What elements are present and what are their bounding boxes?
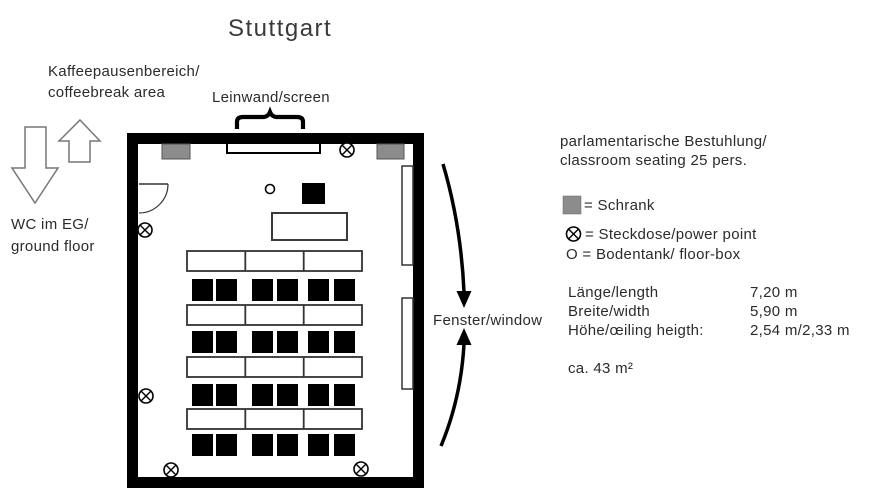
down-arrow-icon <box>10 126 60 205</box>
legend-floor-box-label: O = Bodentank/ floor-box <box>566 246 741 263</box>
length-value: 7,20 m <box>750 284 798 301</box>
power-point-icon <box>163 462 179 478</box>
power-points <box>137 142 369 478</box>
page-title: Stuttgart <box>228 15 333 42</box>
coffee-area-label-line1: Kaffeepausenbereich/ <box>48 63 200 80</box>
height-label: Höhe/œiling heigth: <box>568 322 704 339</box>
projector-box <box>302 183 325 204</box>
door <box>138 183 169 214</box>
chair-rows <box>192 279 355 456</box>
window-lower <box>401 297 414 390</box>
window-label: Fenster/window <box>433 312 543 329</box>
wc-label-line2: ground floor <box>11 238 95 255</box>
width-label: Breite/width <box>568 303 650 320</box>
table-row <box>186 408 363 430</box>
window-arrow-lower <box>439 328 472 447</box>
chair-row <box>192 331 355 353</box>
power-point-icon <box>353 461 369 477</box>
width-value: 5,90 m <box>750 303 798 320</box>
table-row <box>186 356 363 378</box>
chair-row <box>192 434 355 456</box>
legend-cabinet-swatch <box>562 195 582 215</box>
window-arrow-upper <box>441 163 472 308</box>
chair-row <box>192 384 355 406</box>
legend-power-point-label: = Steckdose/power point <box>585 226 757 243</box>
seating-type-line2: classroom seating 25 pers. <box>560 152 748 169</box>
presenter-desk <box>271 212 348 241</box>
power-point-icon <box>138 388 154 404</box>
height-value: 2,54 m/2,33 m <box>750 322 850 339</box>
coffee-area-label-line2: coffeebreak area <box>48 84 166 101</box>
window-upper <box>401 165 414 266</box>
screen <box>226 142 321 154</box>
screen-label: Leinwand/screen <box>212 89 330 106</box>
table-row <box>186 250 363 272</box>
area-value: ca. 43 m² <box>568 360 634 377</box>
cabinet-left <box>161 143 191 160</box>
power-point-icon <box>137 222 153 238</box>
table-rows <box>186 250 363 430</box>
screen-bracket-icon <box>234 106 306 129</box>
floor-box-icon <box>264 183 276 195</box>
seating-type-line1: parlamentarische Bestuhlung/ <box>560 133 767 150</box>
chair-row <box>192 279 355 301</box>
power-point-icon <box>339 142 355 158</box>
legend-power-point-icon <box>565 226 582 242</box>
legend-cabinet-label: = Schrank <box>584 197 655 214</box>
up-arrow-icon <box>57 118 102 163</box>
wc-label-line1: WC im EG/ <box>11 216 89 233</box>
table-row <box>186 304 363 326</box>
length-label: Länge/length <box>568 284 659 301</box>
cabinet-right <box>376 143 405 160</box>
